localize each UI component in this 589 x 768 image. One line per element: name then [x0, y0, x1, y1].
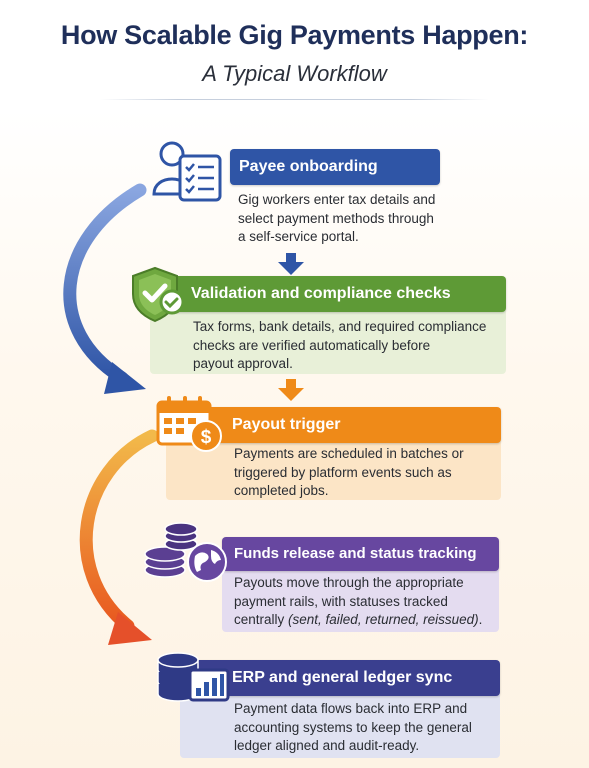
- step-1-line-1: Gig workers enter tax details and: [238, 192, 436, 207]
- step-4-card: [222, 560, 499, 632]
- curved-arrow-blue-head: [104, 362, 146, 394]
- step-4-line-2: payment rails, with statuses tracked: [234, 593, 448, 609]
- svg-text:$: $: [201, 427, 212, 448]
- page-title: How Scalable Gig Payments Happen:: [60, 20, 529, 50]
- step-5-description: Payment data flows back into ERP and acc…: [234, 700, 496, 756]
- step-2-card: [150, 300, 506, 374]
- step-1-heading: Payee onboarding: [239, 158, 378, 175]
- user-checklist-icon: [152, 141, 222, 202]
- title-divider: [100, 99, 489, 100]
- step-5-header: ERP and general ledger sync: [180, 660, 500, 696]
- step-2-heading: Validation and compliance checks: [191, 285, 451, 302]
- step-1-line-2: select payment methods through: [238, 210, 434, 226]
- step-4-description: Payouts move through the appropriate pay…: [234, 574, 496, 630]
- step-2-header: Validation and compliance checks: [150, 276, 506, 312]
- step-3-line-3: completed jobs.: [234, 483, 329, 498]
- step-1-line-3: a self-service portal.: [238, 229, 359, 244]
- step-1-header: Payee onboarding: [230, 149, 440, 185]
- shield-check-icon: [132, 266, 185, 323]
- step-4-header: Funds release and status tracking: [222, 537, 499, 571]
- down-arrow-2: [278, 379, 304, 401]
- step-3-description: Payments are scheduled in batches or tri…: [234, 445, 494, 501]
- step-2-line-3: payout approval.: [193, 356, 293, 371]
- curved-arrow-orange-head: [108, 612, 152, 645]
- database-chart-icon: [157, 652, 230, 702]
- step-1-description: Gig workers enter tax details and select…: [238, 191, 478, 247]
- step-2-description: Tax forms, bank details, and required co…: [193, 318, 503, 374]
- step-3-line-2: triggered by platform events such as: [234, 464, 452, 480]
- step-3-heading: Payout trigger: [232, 416, 341, 433]
- step-5-heading: ERP and general ledger sync: [232, 669, 453, 686]
- step-4-line-1: Payouts move through the appropriate: [234, 575, 464, 590]
- step-4-line-3: centrally (sent, failed, returned, reiss…: [234, 612, 483, 627]
- step-4-heading: Funds release and status tracking: [234, 545, 477, 562]
- status-list: (sent, failed, returned, reissued): [288, 612, 479, 627]
- coins-globe-icon: [144, 522, 227, 582]
- step-3-line-1: Payments are scheduled in batches or: [234, 446, 464, 461]
- step-3-header: Payout trigger: [166, 407, 501, 443]
- step-5-line-2: accounting systems to keep the general: [234, 719, 472, 735]
- curved-arrow-orange: [79, 429, 159, 633]
- curved-arrow-blue: [63, 183, 147, 385]
- step-2-line-2: checks are verified automatically before: [193, 337, 431, 353]
- calendar-dollar-icon: $: [156, 396, 222, 452]
- page-subtitle: A Typical Workflow: [202, 61, 387, 86]
- step-5-card: [180, 685, 500, 758]
- down-arrow-1: [278, 253, 304, 275]
- step-5-line-1: Payment data flows back into ERP and: [234, 701, 468, 716]
- step-5-line-3: ledger aligned and audit-ready.: [234, 738, 420, 753]
- step-2-line-1: Tax forms, bank details, and required co…: [193, 319, 487, 334]
